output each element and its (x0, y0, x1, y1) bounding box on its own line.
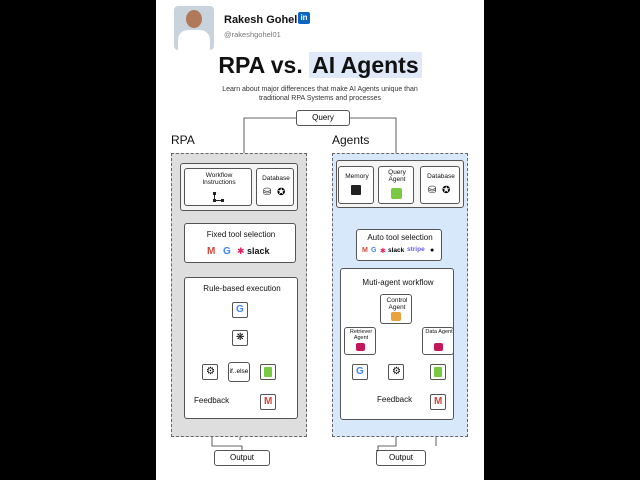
agents-heading: Agents (332, 133, 370, 147)
google-icon: G (352, 364, 368, 380)
infographic-page: Rakesh Gohel in @rakeshgohel01 RPA vs. A… (156, 0, 484, 480)
rule-based-box: Rule-based execution (184, 277, 298, 419)
gmail-icon: M (207, 246, 216, 257)
title-part1: RPA vs. (218, 52, 303, 78)
database-icon: ⛁ (428, 185, 437, 196)
chip-icon (351, 185, 361, 195)
control-agent-box: Control Agent (380, 294, 412, 324)
data-agent-box: Data Agent (422, 327, 454, 355)
title-part2: AI Agents (309, 52, 422, 78)
gear-icon: ⚙ (388, 364, 404, 380)
sheets-icon (430, 364, 446, 380)
query-agent-box: Query Agent (378, 166, 414, 204)
auto-tool-box: Auto tool selection M G ✱ slack stripe ● (356, 229, 442, 261)
query-label: Query (312, 113, 334, 122)
slack-icon: ✱ (237, 246, 245, 256)
robot-icon (391, 312, 401, 321)
slack-text: slack (388, 247, 405, 254)
multi-label: Muti-agent workflow (362, 278, 434, 287)
auto-tool-label: Auto tool selection (367, 233, 433, 242)
robot-icon (356, 343, 365, 351)
agents-output-box: Output (376, 450, 426, 466)
rpa-database-label: Database (262, 175, 290, 182)
ifelse-label: if..else (229, 368, 249, 375)
author-name: Rakesh Gohel (224, 14, 298, 26)
linkedin-icon[interactable]: in (298, 12, 310, 24)
agents-feedback-label: Feedback (377, 395, 413, 404)
rpa-feedback-label: Feedback (194, 396, 230, 405)
gmail-icon: M (430, 394, 446, 410)
agents-database-label: Database (427, 173, 455, 180)
sheets-icon (260, 364, 276, 380)
subtitle: Learn about major differences that make … (156, 85, 484, 103)
database-icon: ⛁ (263, 187, 272, 198)
workflow-icon (213, 192, 224, 202)
subtitle-line2: traditional RPA Systems and processes (258, 95, 382, 102)
google-icon: G (371, 247, 377, 254)
robot-icon (434, 343, 443, 351)
author-handle: @rakeshgohel01 (224, 30, 281, 39)
avatar (174, 6, 214, 50)
settings-star-icon: ✪ (442, 185, 451, 196)
rule-label: Rule-based execution (203, 284, 281, 293)
google-icon: G (223, 246, 231, 257)
data-agent-label: Data Agent (425, 329, 453, 335)
retriever-label: Retriever Agent (349, 329, 373, 341)
query-agent-label: Query Agent (388, 169, 406, 183)
rpa-output-label: Output (229, 453, 254, 462)
rpa-heading: RPA (171, 133, 195, 147)
memory-label: Memory (345, 173, 369, 180)
google-icon: G (232, 302, 248, 318)
gmail-icon: M (362, 247, 368, 254)
subtitle-line1: Learn about major differences that make … (222, 86, 418, 93)
fixed-tool-label: Fixed tool selection (206, 230, 276, 239)
settings-star-icon: ✪ (277, 187, 286, 198)
rpa-output-box: Output (214, 450, 270, 466)
page-title: RPA vs. AI Agents (156, 52, 484, 79)
query-box: Query (296, 110, 350, 126)
fixed-tool-box: Fixed tool selection M G ✱ slack (184, 223, 296, 263)
slack-text: slack (247, 246, 270, 256)
agents-database-box: Database ⛁ ✪ (420, 166, 460, 204)
slack-icon: ✱ (380, 248, 386, 255)
stripe-text: stripe (407, 246, 425, 253)
rpa-database-box: Database ⛁ ✪ (256, 168, 294, 206)
gmail-icon: M (260, 394, 276, 410)
robot-mini-icon: ● (430, 247, 435, 254)
control-agent-label: Control Agent (386, 297, 408, 311)
memory-box: Memory (338, 166, 374, 204)
ifelse-box: if..else (228, 362, 250, 382)
workflow-label: Workflow Instructions (202, 172, 236, 186)
brain-icon: ❋ (232, 330, 248, 346)
agents-output-label: Output (388, 453, 413, 462)
robot-icon (391, 188, 402, 199)
gear-icon: ⚙ (202, 364, 218, 380)
retriever-agent-box: Retriever Agent (344, 327, 376, 355)
workflow-instructions-box: Workflow Instructions (184, 168, 252, 206)
